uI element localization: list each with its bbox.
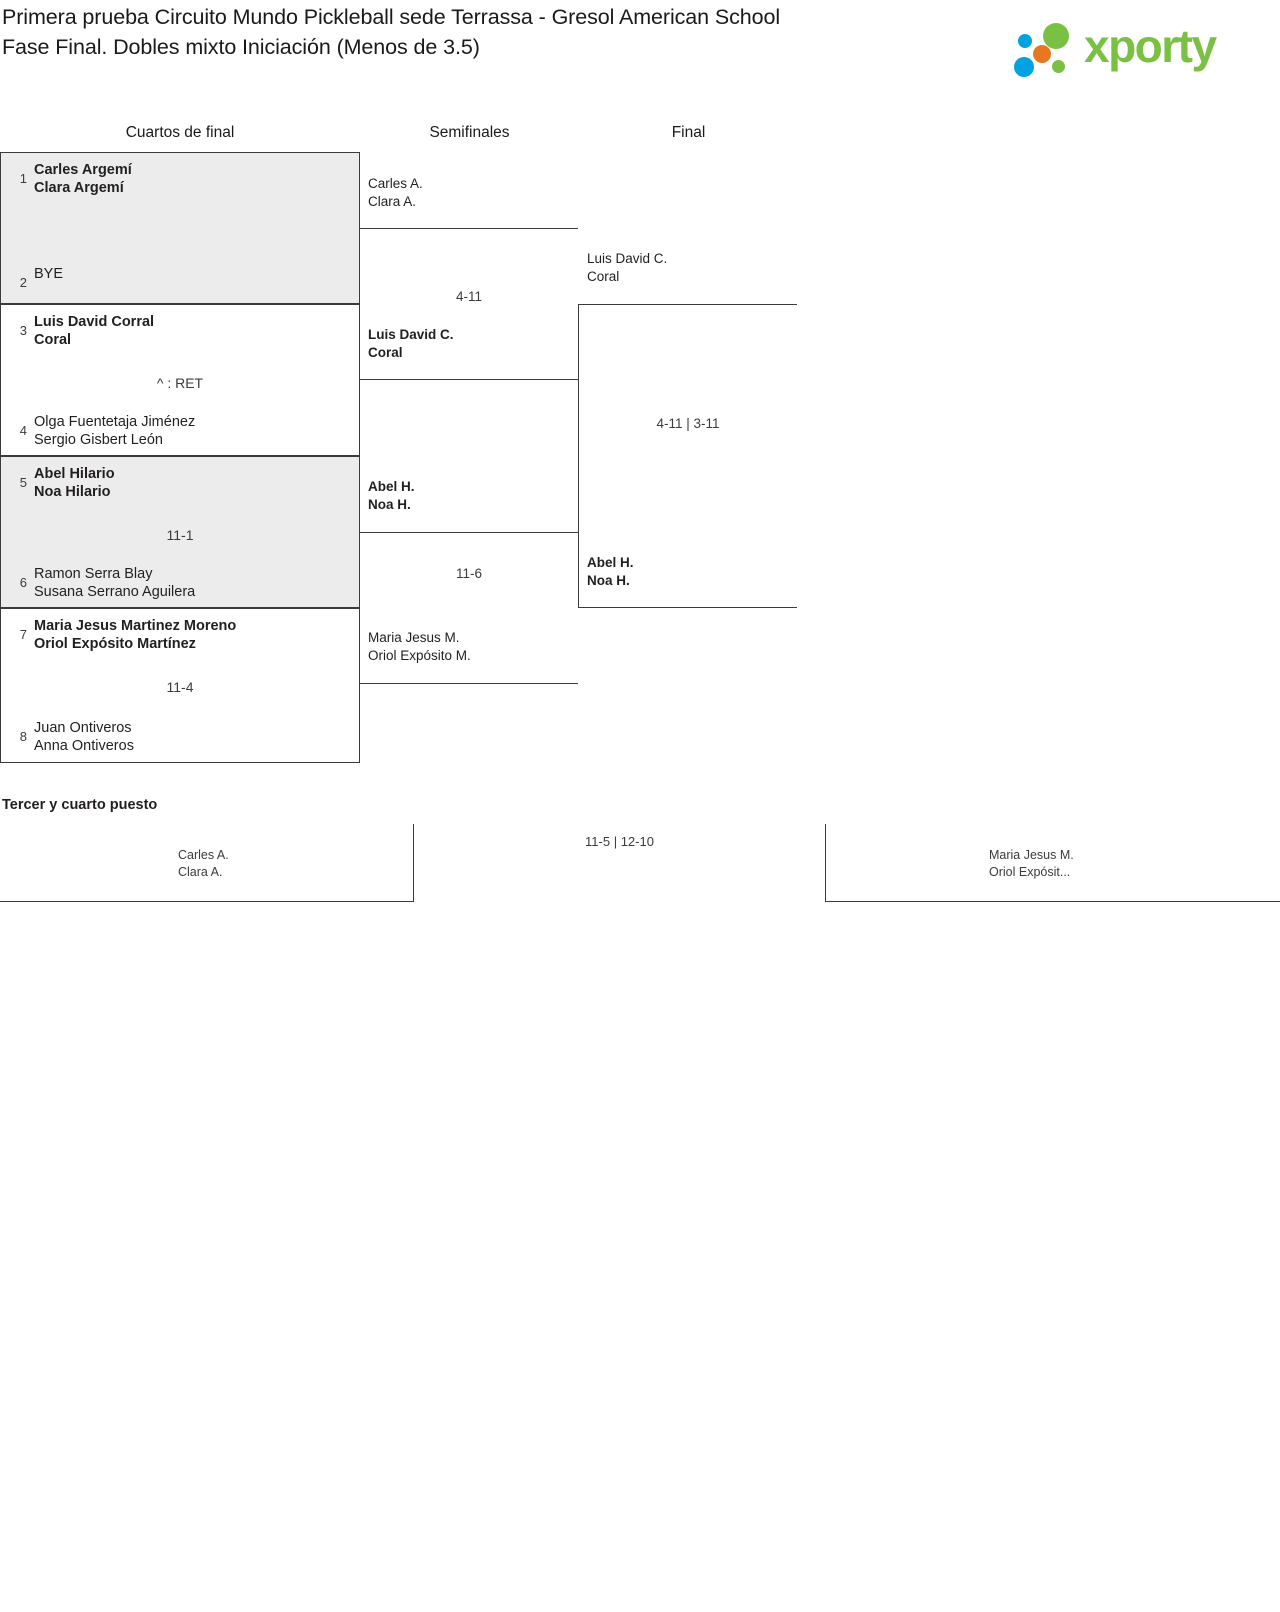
player-name-2: Clara Argemí — [34, 180, 124, 196]
bracket-entry[interactable]: 3 Luis David Corral Coral — [1, 313, 359, 349]
third-place-left-slot[interactable] — [0, 824, 414, 902]
match-score: ^ : RET — [156, 375, 204, 391]
third-place-left-team: Carles A. Clara A. — [178, 847, 229, 881]
semifinal-2-bottom-team: Maria Jesus M. Oriol Expósito M. — [368, 629, 471, 665]
player-name-1: Maria Jesus M. — [989, 848, 1074, 862]
logo-dot-orange — [1033, 45, 1051, 63]
round-header-quarterfinals: Cuartos de final — [125, 124, 235, 141]
final-bottom-team: Abel H. Noa H. — [587, 554, 634, 590]
semifinal-2-top-team: Abel H. Noa H. — [368, 478, 415, 514]
final-top-team: Luis David C. Coral — [587, 250, 667, 286]
player-name-1: Abel Hilario — [34, 466, 115, 482]
third-place-score: 11-5 | 12-10 — [585, 834, 654, 849]
seed-number: 8 — [19, 729, 27, 744]
bracket-entry[interactable]: 7 Maria Jesus Martinez Moreno Oriol Expó… — [1, 617, 359, 653]
match-quarterfinal-1[interactable]: 1 Carles Argemí Clara Argemí 2 BYE — [0, 152, 360, 304]
team-names: Ramon Serra Blay Susana Serrano Aguilera — [34, 565, 195, 601]
player-name-2: Noa H. — [587, 573, 630, 588]
xporty-logo: xporty — [1012, 18, 1244, 77]
player-name-1: Ramon Serra Blay — [34, 566, 153, 582]
player-name-2: Clara A. — [368, 194, 417, 209]
bracket-entry[interactable]: 5 Abel Hilario Noa Hilario — [1, 465, 359, 501]
match-score: 4-11 | 3-11 — [656, 416, 720, 431]
player-name-1: Luis David C. — [368, 327, 454, 342]
player-name-1: Maria Jesus M. — [368, 630, 460, 645]
player-name-2: Susana Serrano Aguilera — [34, 584, 196, 600]
player-name-2: Anna Ontiveros — [34, 738, 134, 754]
seed-number: 1 — [19, 171, 27, 186]
third-place-title: Tercer y cuarto puesto — [2, 797, 158, 813]
player-name-2: Coral — [587, 269, 620, 284]
logo-dot-blue-small — [1018, 34, 1032, 48]
bracket-entry[interactable]: 4 Olga Fuentetaja Jiménez Sergio Gisbert… — [1, 413, 359, 449]
player-name-1: Luis David Corral — [34, 314, 155, 330]
seed-number: 4 — [19, 423, 27, 438]
round-header-semifinals: Semifinales — [429, 124, 510, 141]
seed-number: 6 — [19, 575, 27, 590]
player-name-1: BYE — [34, 266, 64, 282]
team-names: BYE — [34, 265, 63, 283]
player-name-2: Sergio Gisbert León — [34, 432, 163, 448]
team-names: Olga Fuentetaja Jiménez Sergio Gisbert L… — [34, 413, 195, 449]
player-name-1: Juan Ontiveros — [34, 720, 132, 736]
player-name-1: Maria Jesus Martinez Moreno — [34, 618, 237, 634]
player-name-2: Oriol Expósito Martínez — [34, 636, 196, 652]
semifinal-1-top-team: Carles A. Clara A. — [368, 175, 423, 211]
player-name-1: Luis David C. — [587, 251, 668, 266]
round-header-final: Final — [671, 124, 706, 141]
player-name-1: Carles A. — [178, 848, 229, 862]
logo-dot-green-large — [1043, 23, 1069, 49]
match-quarterfinal-3[interactable]: 5 Abel Hilario Noa Hilario 11-1 6 Ramon … — [0, 456, 360, 608]
seed-number: 7 — [19, 627, 27, 642]
player-name-1: Abel H. — [368, 479, 415, 494]
player-name-2: Noa Hilario — [34, 484, 111, 500]
player-name-2: Coral — [368, 345, 403, 360]
team-names: Carles Argemí Clara Argemí — [34, 161, 132, 197]
seed-number: 3 — [19, 323, 27, 338]
bracket-entry[interactable]: 8 Juan Ontiveros Anna Ontiveros — [1, 719, 359, 755]
player-name-1: Olga Fuentetaja Jiménez — [34, 414, 196, 430]
match-quarterfinal-2[interactable]: 3 Luis David Corral Coral ^ : RET 4 Olga… — [0, 304, 360, 456]
bracket-entry[interactable]: 6 Ramon Serra Blay Susana Serrano Aguile… — [1, 565, 359, 601]
third-place-right-slot[interactable] — [825, 824, 1280, 902]
semifinal-1-bottom-team: Luis David C. Coral — [368, 326, 454, 362]
page-title: Primera prueba Circuito Mundo Pickleball… — [2, 5, 780, 59]
logo-dot-green-small — [1052, 60, 1065, 73]
match-final[interactable]: 4-11 | 3-11 — [578, 304, 797, 608]
seed-number: 5 — [19, 475, 27, 490]
team-names: Abel Hilario Noa Hilario — [34, 465, 115, 501]
player-name-2: Coral — [34, 332, 72, 348]
team-names: Luis David Corral Coral — [34, 313, 154, 349]
team-names: Juan Ontiveros Anna Ontiveros — [34, 719, 134, 755]
bracket-entry[interactable]: 1 Carles Argemí Clara Argemí — [1, 161, 359, 197]
player-name-2: Noa H. — [368, 497, 411, 512]
match-score: 4-11 — [455, 289, 483, 304]
match-score: 11-1 — [166, 527, 194, 543]
match-score: 11-6 — [455, 566, 483, 581]
seed-number: 2 — [19, 275, 27, 290]
match-score: 11-4 — [166, 679, 194, 695]
player-name-2: Oriol Expósit... — [989, 865, 1071, 879]
logo-dot-blue-large — [1014, 57, 1034, 77]
match-semifinal-1[interactable]: 4-11 — [359, 228, 578, 380]
player-name-1: Carles A. — [368, 176, 423, 191]
player-name-2: Clara A. — [178, 865, 223, 879]
team-names: Maria Jesus Martinez Moreno Oriol Expósi… — [34, 617, 236, 653]
third-place-right-team: Maria Jesus M. Oriol Expósit... — [989, 847, 1074, 881]
match-semifinal-2[interactable]: 11-6 — [359, 532, 578, 684]
bracket-entry[interactable]: 2 BYE — [1, 265, 359, 291]
player-name-1: Carles Argemí — [34, 162, 132, 178]
logo-wordmark: xporty — [1084, 20, 1217, 72]
player-name-1: Abel H. — [587, 555, 634, 570]
player-name-2: Oriol Expósito M. — [368, 648, 471, 663]
match-quarterfinal-4[interactable]: 7 Maria Jesus Martinez Moreno Oriol Expó… — [0, 608, 360, 763]
